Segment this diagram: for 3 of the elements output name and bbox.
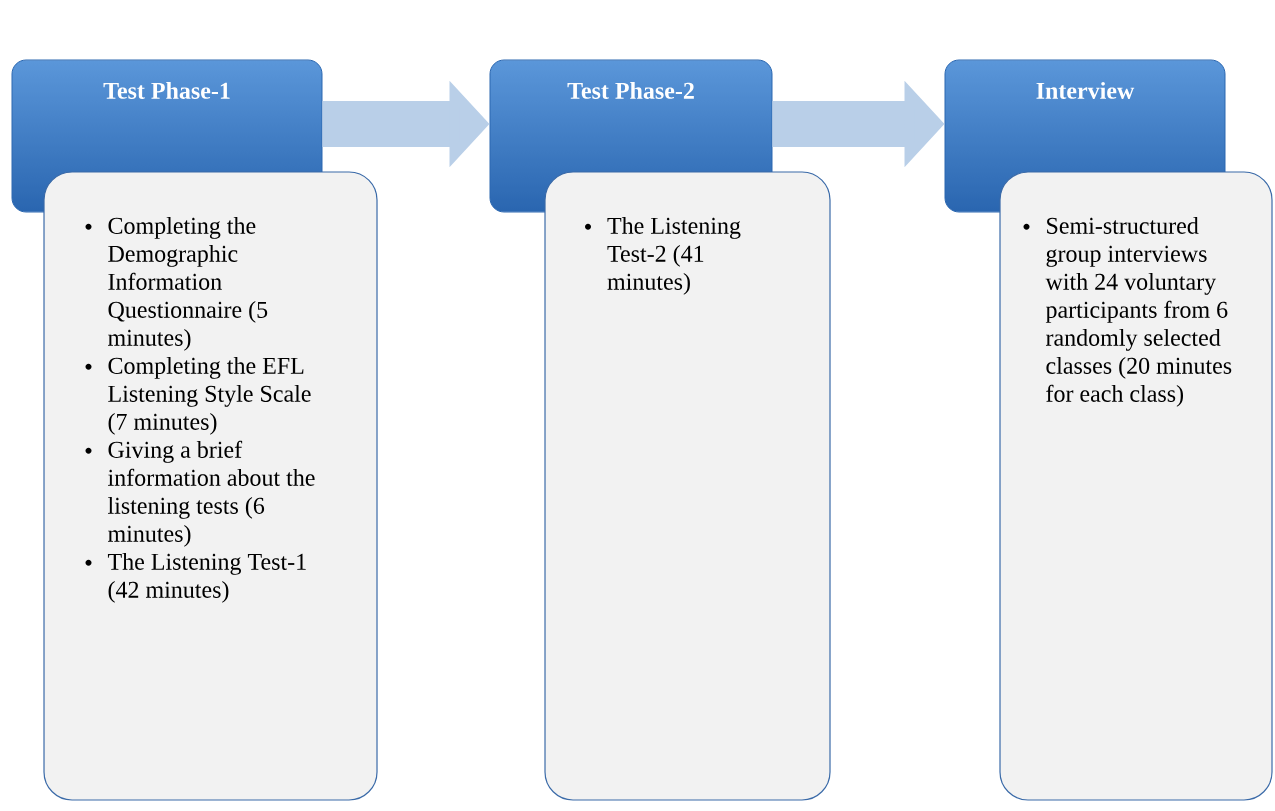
task-list-box: Completing the Demographic Information Questionnaire (5 minutes) Completing the EFL Listening Style Scale (7 minutes) Giving a brief information about the listening tests (6 minutes) The Listening Test-1 (42 minutes) <box>43 171 378 801</box>
task-list-box: The Listening Test-2 (41 minutes) <box>544 171 831 801</box>
task-list-box: Semi-structured group interviews with 24 voluntary participants from 6 randomly selected classes (20 minutes for each class) <box>999 171 1273 801</box>
